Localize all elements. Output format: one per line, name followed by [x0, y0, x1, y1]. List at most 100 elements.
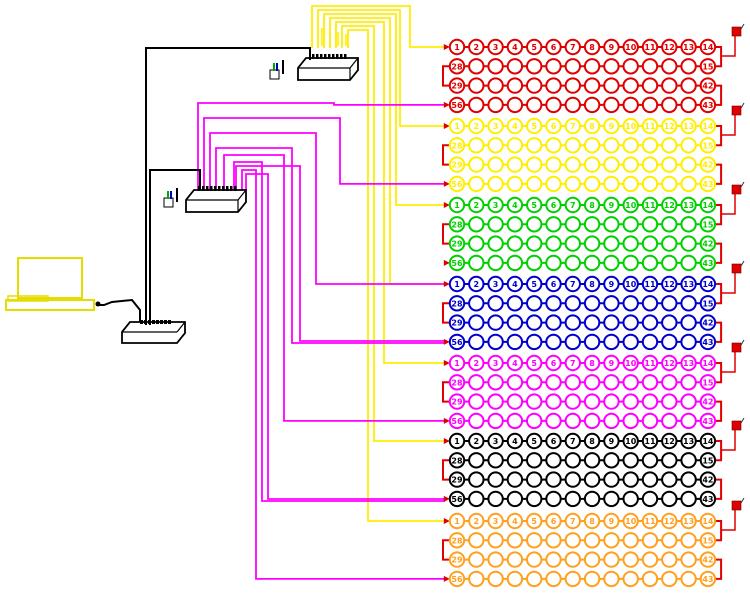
- node-ring: [468, 254, 485, 272]
- node-ring: [680, 77, 697, 94]
- node: [603, 235, 620, 252]
- node: [487, 314, 504, 331]
- node-ring: [641, 512, 659, 530]
- node: 12: [661, 512, 678, 530]
- node-ring: [661, 570, 678, 588]
- node: 1: [448, 38, 466, 56]
- node-label: 1: [454, 122, 460, 131]
- node: 56: [448, 490, 466, 508]
- node-ring: [506, 117, 524, 135]
- feed-arrow: [443, 123, 450, 129]
- node: [641, 235, 659, 252]
- node-ring: [564, 156, 581, 173]
- node-label: 11: [644, 437, 656, 446]
- node-label: 28: [451, 141, 463, 150]
- distributor-port: [332, 54, 335, 59]
- node-ring: [468, 532, 485, 549]
- node-ring: [506, 374, 524, 391]
- node: [487, 295, 504, 312]
- node-label: 28: [451, 378, 463, 387]
- node: [506, 452, 524, 469]
- row-link: [715, 558, 723, 580]
- node: [545, 471, 562, 488]
- node-label: 12: [664, 359, 675, 368]
- node-ring: [699, 354, 717, 372]
- node-label: 5: [531, 280, 537, 289]
- node: [468, 137, 485, 154]
- node: 11: [641, 38, 659, 56]
- node-ring: [564, 452, 581, 469]
- node: 15: [699, 295, 717, 312]
- node: 11: [641, 432, 659, 450]
- node-ring: [487, 235, 504, 252]
- node: [468, 471, 485, 488]
- node-ring: [448, 412, 466, 430]
- node-ring: [448, 175, 466, 193]
- node: 3: [487, 432, 504, 450]
- node-ring: [699, 432, 717, 450]
- feeder-wire-yellow: [317, 9, 445, 127]
- node: [564, 137, 581, 154]
- node: [564, 175, 581, 193]
- feeder-wire-yellow: [323, 13, 445, 206]
- node-ring: [564, 393, 581, 410]
- node-ring: [545, 117, 562, 135]
- node-ring: [661, 117, 678, 135]
- node-ring: [661, 393, 678, 410]
- node-ring: [699, 196, 717, 214]
- terminal-pin: [740, 497, 745, 504]
- node-label: 8: [589, 122, 595, 131]
- node: [583, 137, 601, 154]
- node-ring: [487, 393, 504, 410]
- feed-arrow: [443, 202, 450, 208]
- node-ring: [545, 175, 562, 193]
- node: 9: [603, 38, 620, 56]
- node: 14: [699, 512, 717, 530]
- node: [680, 235, 697, 252]
- terminal-block: [731, 184, 742, 195]
- row-link: [442, 539, 450, 561]
- node: 28: [448, 58, 466, 75]
- node-label: 8: [589, 359, 595, 368]
- node-ring: [680, 512, 697, 530]
- controller-port: [164, 320, 167, 324]
- node-label: 1: [454, 201, 460, 210]
- node: 56: [448, 570, 466, 588]
- node-ring: [468, 374, 485, 391]
- node: 11: [641, 275, 659, 293]
- node: [506, 374, 524, 391]
- node-ring: [603, 275, 620, 293]
- node: [641, 137, 659, 154]
- control-wire: [149, 169, 201, 325]
- node-ring: [448, 117, 466, 135]
- distributor-port: [210, 186, 213, 191]
- controller-port: [144, 320, 147, 324]
- node: [526, 374, 543, 391]
- node-ring: [487, 314, 504, 331]
- node: [506, 175, 524, 193]
- node-ring: [564, 137, 581, 154]
- node-ring: [448, 354, 466, 372]
- node: 10: [622, 196, 639, 214]
- node: [506, 412, 524, 430]
- node: [661, 314, 678, 331]
- node-ring: [487, 58, 504, 75]
- node: [583, 374, 601, 391]
- node-ring: [680, 58, 697, 75]
- node: 14: [699, 196, 717, 214]
- node-ring: [661, 275, 678, 293]
- node-ring: [545, 38, 562, 56]
- node: [661, 471, 678, 488]
- node: [641, 490, 659, 508]
- node: [661, 393, 678, 410]
- node-ring: [583, 452, 601, 469]
- node-ring: [622, 117, 639, 135]
- node-ring: [680, 314, 697, 331]
- node: 15: [699, 216, 717, 233]
- node-ring: [583, 38, 601, 56]
- node-label: 56: [451, 417, 463, 426]
- node: [622, 254, 639, 272]
- node: 56: [448, 96, 466, 114]
- node-ring: [526, 374, 543, 391]
- node: [526, 235, 543, 252]
